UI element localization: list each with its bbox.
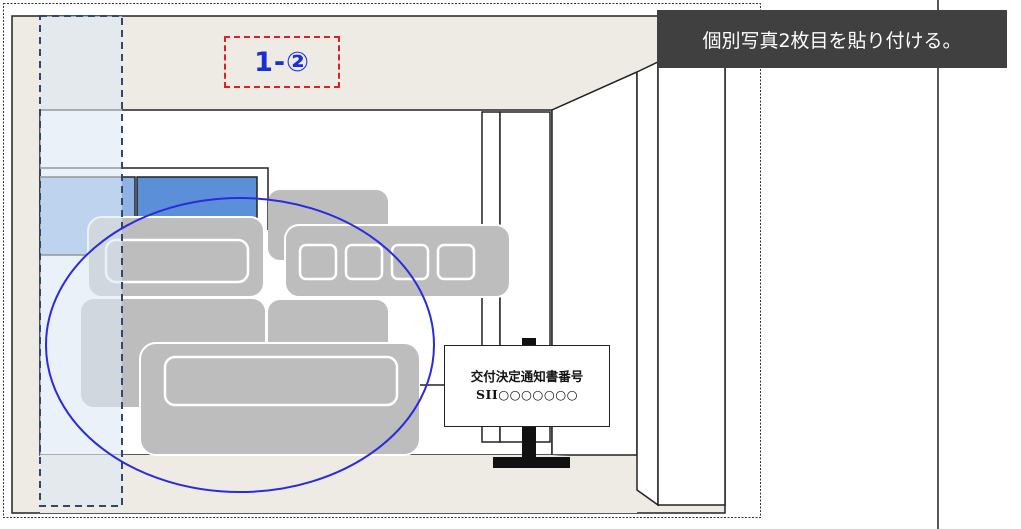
equipment-right-top (284, 224, 511, 298)
photo-label-text: 1-② (254, 46, 310, 78)
sign-title: 交付決定通知書番号 (470, 369, 584, 384)
sign-number-prefix: SII (475, 387, 499, 402)
sign-base (493, 457, 570, 468)
sign-number-rest: ○○○○○○○ (498, 387, 579, 402)
equipment-button-4 (436, 243, 476, 281)
door-edge (636, 60, 659, 507)
equipment-button-1 (298, 243, 338, 281)
equipment-button-2 (344, 243, 384, 281)
photo-frame (3, 3, 761, 518)
callout-text: 個別写真2枚目を貼り付ける。 (702, 29, 962, 52)
sign-number: SII○○○○○○○ (445, 386, 609, 404)
photo-label: 1-② (224, 36, 340, 88)
equipment-panel-2 (163, 355, 399, 407)
highlight-ellipse (45, 197, 435, 493)
door-panel (657, 61, 726, 506)
notice-sign: 交付決定通知書番号 SII○○○○○○○ (444, 345, 610, 427)
equipment-front (139, 342, 421, 456)
equipment-button-3 (390, 243, 430, 281)
floor (40, 455, 637, 513)
instruction-callout: 個別写真2枚目を貼り付ける。 (657, 10, 1007, 68)
